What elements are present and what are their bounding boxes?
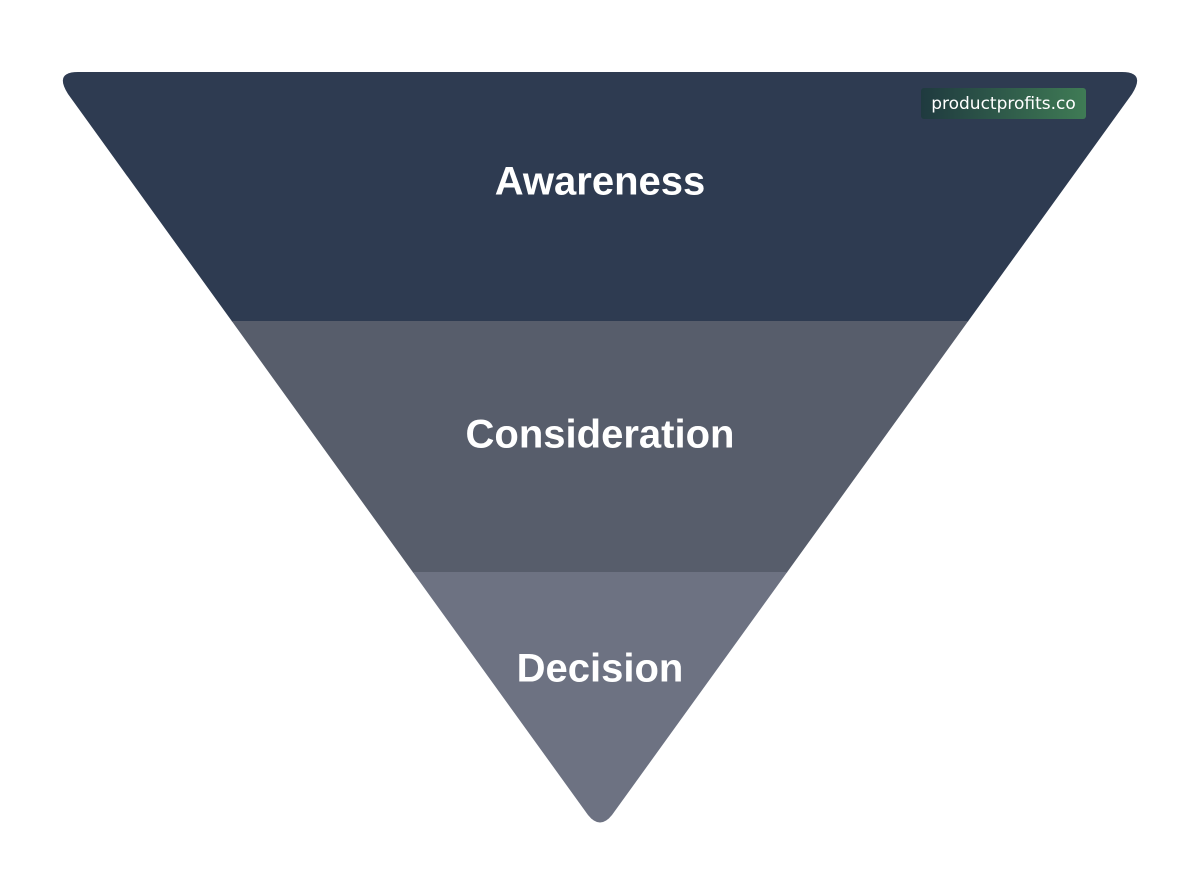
brand-watermark: productprofits.co [921,88,1086,119]
funnel-stage-decision [62,572,1138,823]
stage-label-decision: Decision [517,647,684,691]
brand-watermark-text: productprofits.co [931,94,1076,114]
stage-label-consideration: Consideration [466,413,735,457]
brand-watermark-badge [921,88,1086,119]
stage-label-awareness: Awareness [495,160,706,204]
